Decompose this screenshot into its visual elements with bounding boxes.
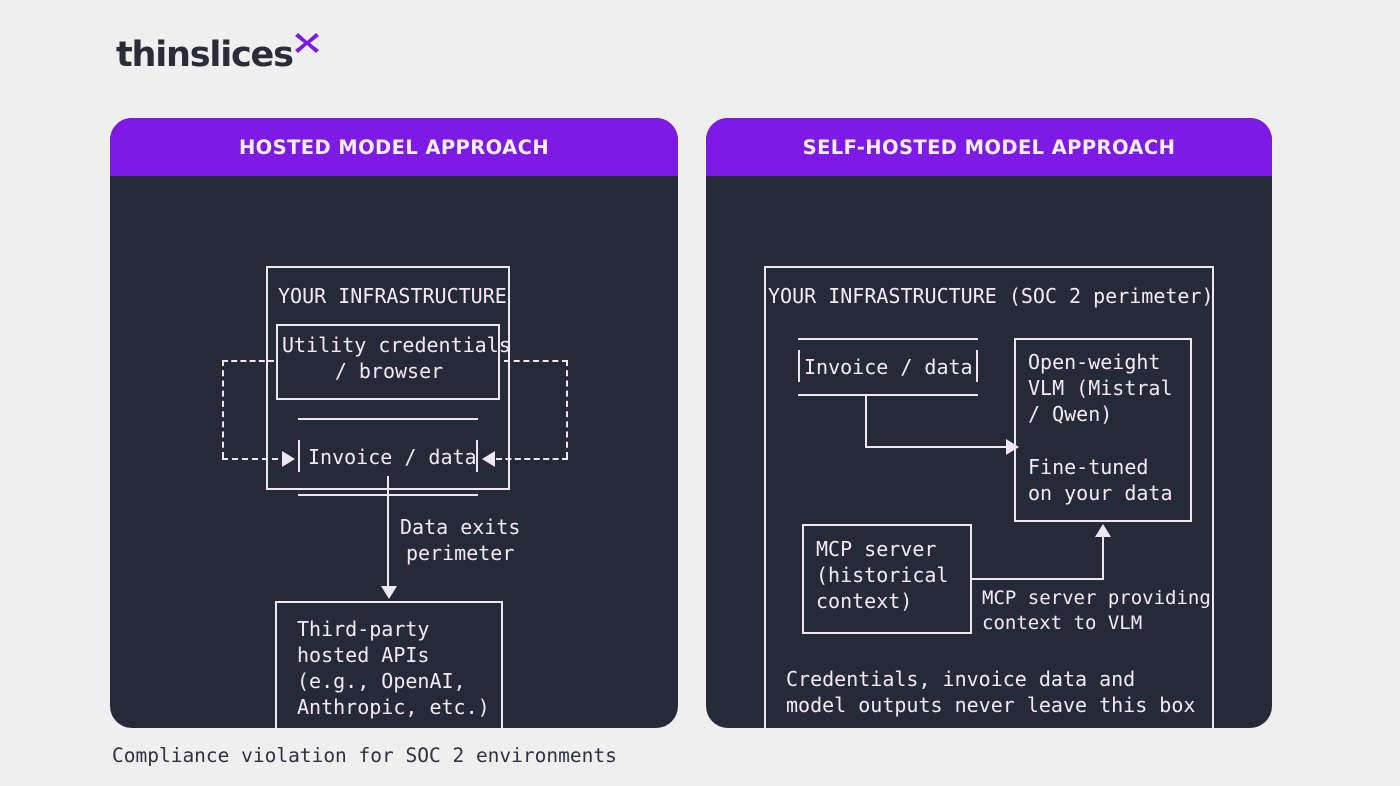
left-dashed-vertical-left xyxy=(222,360,224,458)
left-dashed-bottom-right xyxy=(496,458,568,460)
right-invoice-data-box xyxy=(798,338,978,396)
right-mcp-server-box xyxy=(802,524,972,634)
panel-left-title: HOSTED MODEL APPROACH xyxy=(110,118,678,176)
left-data-exit-line xyxy=(387,476,389,588)
right-mcp-to-vlm-vertical xyxy=(1102,536,1104,580)
right-outer-infrastructure-label: YOUR INFRASTRUCTURE (SOC 2 perimeter) xyxy=(768,284,1214,308)
left-third-party-label: Third-party hosted APIs (e.g., OpenAI, A… xyxy=(297,617,490,719)
right-outer-infrastructure-box xyxy=(764,266,1214,728)
x-mark-icon xyxy=(294,33,319,53)
compliance-caption: Compliance violation for SOC 2 environme… xyxy=(112,744,617,767)
right-mcp-server-label: MCP server (historical context) xyxy=(816,537,949,613)
right-invoice-data-label: Invoice / data xyxy=(804,355,973,379)
left-dashed-bottom-left xyxy=(222,458,288,460)
left-invoice-data-label: Invoice / data xyxy=(308,445,477,469)
brand-logo: thinslices xyxy=(116,33,320,75)
left-data-exit-arrowhead xyxy=(381,586,397,599)
panel-hosted-model: HOSTED MODEL APPROACH YOUR INFRASTRUCTUR… xyxy=(110,118,678,728)
left-data-exits-annotation: Data exits perimeter xyxy=(400,515,521,565)
right-footer-note: Credentials, invoice data and model outp… xyxy=(786,667,1196,717)
right-finetuned-label: Fine-tuned on your data xyxy=(1028,455,1173,505)
right-vlm-box xyxy=(1014,338,1192,522)
right-mcp-to-vlm-horizontal xyxy=(972,578,1104,580)
left-utility-credentials-label: Utility credentials / browser xyxy=(282,333,511,383)
right-vlm-label: Open-weight VLM (Mistral / Qwen) xyxy=(1028,350,1173,426)
left-outer-infrastructure-label: YOUR INFRASTRUCTURE xyxy=(278,284,507,308)
right-invoice-to-vlm-horizontal xyxy=(865,446,1010,448)
panel-self-hosted-model: SELF-HOSTED MODEL APPROACH YOUR INFRASTR… xyxy=(706,118,1272,728)
left-dashed-vertical-right xyxy=(566,360,568,458)
left-dashed-top-left xyxy=(222,360,274,362)
panel-right-body: YOUR INFRASTRUCTURE (SOC 2 perimeter) In… xyxy=(706,176,1272,728)
left-dashed-top-right xyxy=(504,360,568,362)
left-utility-credentials-box xyxy=(276,324,500,400)
right-mcp-annotation: MCP server providing context to VLM xyxy=(982,587,1211,634)
left-arrowhead-into-invoice xyxy=(282,451,295,467)
brand-wordmark: thinslices xyxy=(116,35,294,75)
left-arrowhead-into-invoice-right xyxy=(482,451,495,467)
right-mcp-to-vlm-arrowhead xyxy=(1095,524,1111,537)
panel-right-title: SELF-HOSTED MODEL APPROACH xyxy=(706,118,1272,176)
left-third-party-box xyxy=(275,601,503,728)
panel-left-body: YOUR INFRASTRUCTURE Utility credentials … xyxy=(110,176,678,728)
right-invoice-to-vlm-vertical xyxy=(865,394,867,448)
